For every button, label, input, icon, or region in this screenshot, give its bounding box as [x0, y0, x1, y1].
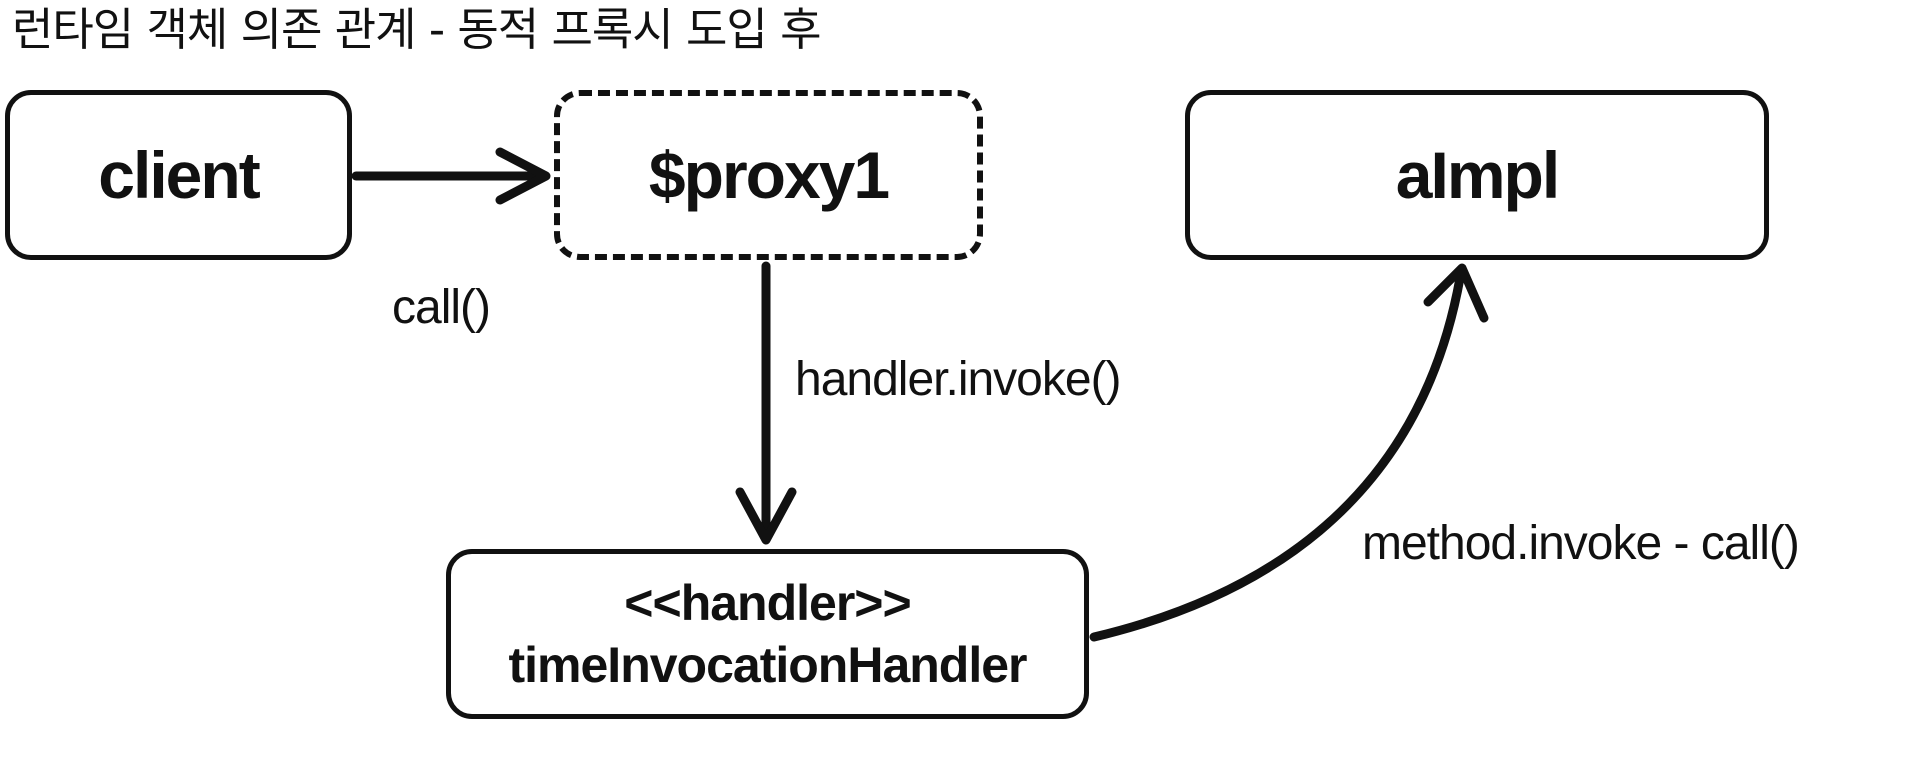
node-handler-stereotype: <<handler>>: [624, 575, 911, 631]
node-client-label: client: [98, 138, 260, 212]
edge-label-handler-invoke: handler.invoke(): [795, 353, 1122, 406]
node-proxy[interactable]: $proxy1: [554, 90, 983, 260]
node-client[interactable]: client: [5, 90, 352, 260]
edge-label-method-invoke: method.invoke - call(): [1362, 517, 1800, 570]
arrow-client-to-proxy-head: [495, 147, 551, 205]
node-handler[interactable]: <<handler>> timeInvocationHandler: [446, 549, 1089, 719]
node-handler-label: timeInvocationHandler: [508, 637, 1028, 693]
node-aimpl[interactable]: aImpl: [1185, 90, 1769, 260]
arrow-handler-to-aimpl-line: [1089, 273, 1465, 642]
arrow-proxy-to-handler-head: [735, 487, 797, 545]
node-proxy-label: $proxy1: [648, 138, 890, 212]
edge-proxy-to-handler: [735, 261, 797, 545]
edge-label-call: call(): [392, 281, 491, 334]
edge-handler-to-aimpl: [1089, 263, 1489, 642]
node-aimpl-label: aImpl: [1395, 138, 1560, 212]
edge-client-to-proxy: [351, 147, 551, 205]
arrow-handler-to-aimpl-head: [1423, 263, 1489, 323]
diagram-title: 런타임 객체 의존 관계 - 동적 프록시 도입 후: [12, 3, 821, 56]
